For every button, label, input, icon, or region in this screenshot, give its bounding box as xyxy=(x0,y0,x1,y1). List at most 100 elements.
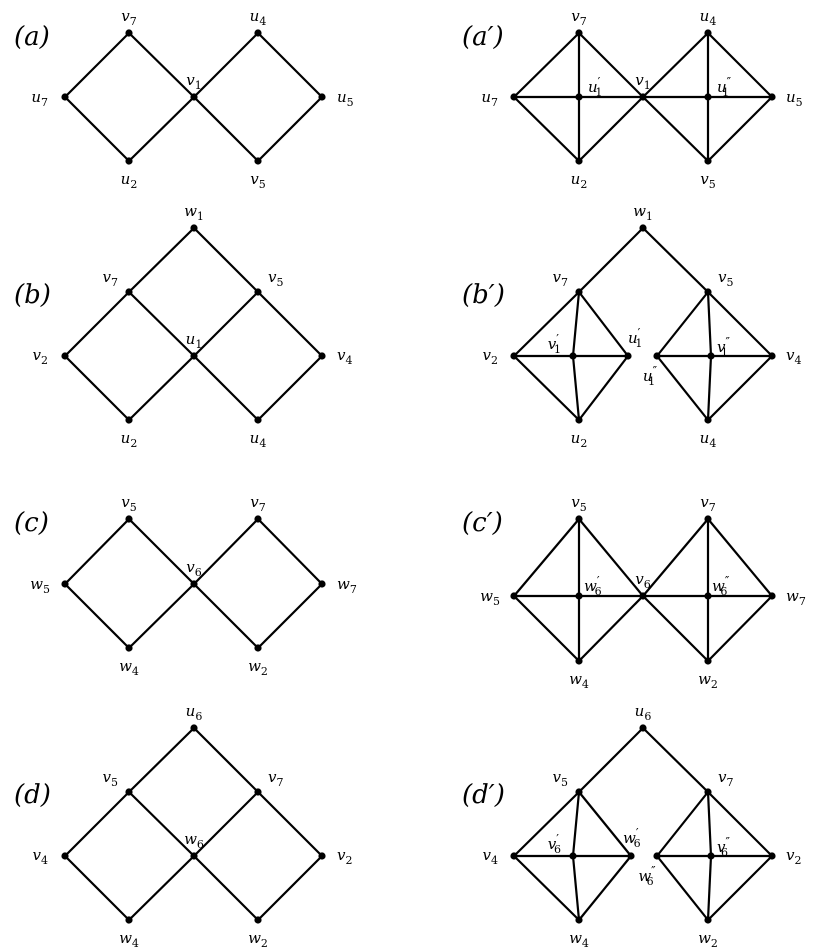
graph-vertex xyxy=(125,288,133,296)
graph-edge xyxy=(513,518,580,597)
vertex-label: v7 xyxy=(250,493,265,514)
graph-edge xyxy=(578,355,629,421)
graph-edge xyxy=(571,855,581,921)
vertex-label: u5 xyxy=(337,88,354,109)
vertex-label: v′6 xyxy=(548,832,561,856)
graph-edge xyxy=(128,96,195,162)
graph-edge xyxy=(578,291,629,357)
vertex-label: u7 xyxy=(31,88,48,109)
graph-vertex xyxy=(254,157,262,165)
graph-edge xyxy=(513,96,580,162)
graph-edge xyxy=(578,227,644,293)
graph-vertex xyxy=(61,352,69,360)
graph-vertex xyxy=(575,657,583,665)
graph-vertex xyxy=(627,852,635,860)
vertex-label: w4 xyxy=(569,929,589,950)
graph-edge xyxy=(128,518,195,585)
graph-vertex xyxy=(639,93,647,101)
graph-edge xyxy=(193,583,259,649)
graph-edge xyxy=(128,32,195,98)
vertex-label: w4 xyxy=(119,929,139,950)
graph-edge xyxy=(706,855,713,921)
vertex-label: v4 xyxy=(483,846,498,867)
graph-vertex xyxy=(254,416,262,424)
vertex-label: v5 xyxy=(103,768,118,789)
graph-edge xyxy=(128,227,195,293)
graph-edge xyxy=(193,791,259,857)
graph-edge xyxy=(706,291,713,357)
graph-edge xyxy=(642,227,709,293)
graph-vertex xyxy=(190,352,198,360)
graph-vertex xyxy=(704,157,712,165)
vertex-label: w7 xyxy=(337,575,357,596)
graph-vertex xyxy=(318,93,326,101)
vertex-label: v6 xyxy=(635,570,650,591)
graph-vertex xyxy=(575,288,583,296)
graph-edge xyxy=(128,727,195,793)
vertex-label: w6 xyxy=(184,830,204,851)
vertex-label: v6 xyxy=(186,558,201,579)
vertex-label: v7 xyxy=(121,7,136,28)
graph-edge xyxy=(578,96,644,162)
vertex-label: v7 xyxy=(553,268,568,289)
vertex-label: w1 xyxy=(633,202,653,223)
graph-edge xyxy=(513,595,580,662)
vertex-label: v5 xyxy=(553,768,568,789)
graph-edge xyxy=(257,32,323,98)
graph-vertex xyxy=(125,29,133,37)
panel-label: (b′) xyxy=(462,280,505,310)
graph-vertex xyxy=(653,352,661,360)
vertex-label: v″1 xyxy=(717,335,730,359)
vertex-label: u2 xyxy=(571,170,588,191)
vertex-label: u2 xyxy=(121,429,138,450)
graph-vertex xyxy=(61,580,69,588)
panel-label: (a′) xyxy=(462,22,504,52)
graph-edge xyxy=(64,855,130,921)
graph-edge xyxy=(193,96,259,162)
graph-edge xyxy=(656,291,709,357)
graph-vertex xyxy=(704,657,712,665)
graph-vertex xyxy=(254,916,262,924)
vertex-label: v′1 xyxy=(548,332,561,356)
graph-vertex xyxy=(639,592,647,600)
graph-vertex xyxy=(575,29,583,37)
vertex-label: w′6 xyxy=(623,826,641,850)
graph-edge xyxy=(656,791,709,857)
graph-edge xyxy=(578,727,644,793)
graph-edge xyxy=(64,355,130,421)
graph-vertex xyxy=(510,352,518,360)
graph-vertex xyxy=(254,788,262,796)
graph-edge xyxy=(128,291,195,357)
graph-vertex xyxy=(125,515,133,523)
graph-vertex xyxy=(569,352,577,360)
graph-edge xyxy=(642,727,709,793)
graph-edge xyxy=(571,355,581,421)
graph-vertex xyxy=(768,592,776,600)
graph-vertex xyxy=(707,352,715,360)
graph-vertex xyxy=(768,352,776,360)
graph-edge xyxy=(656,855,709,921)
panel-label: (c′) xyxy=(462,508,503,538)
graph-vertex xyxy=(125,157,133,165)
graph-vertex xyxy=(704,592,712,600)
vertex-label: u4 xyxy=(250,429,267,450)
graph-vertex xyxy=(510,93,518,101)
vertex-label: u6 xyxy=(186,702,203,723)
graph-edge xyxy=(578,855,632,921)
graph-vertex xyxy=(254,29,262,37)
vertex-label: w4 xyxy=(569,670,589,691)
graph-vertex xyxy=(768,852,776,860)
graph-edge xyxy=(193,291,259,357)
graph-edge xyxy=(257,855,323,921)
graph-edge xyxy=(707,595,773,662)
vertex-label: u′1 xyxy=(588,75,602,99)
vertex-label: u5 xyxy=(786,88,803,109)
graph-edge xyxy=(707,855,773,921)
vertex-label: v4 xyxy=(337,346,352,367)
graph-vertex xyxy=(569,852,577,860)
graph-vertex xyxy=(707,852,715,860)
